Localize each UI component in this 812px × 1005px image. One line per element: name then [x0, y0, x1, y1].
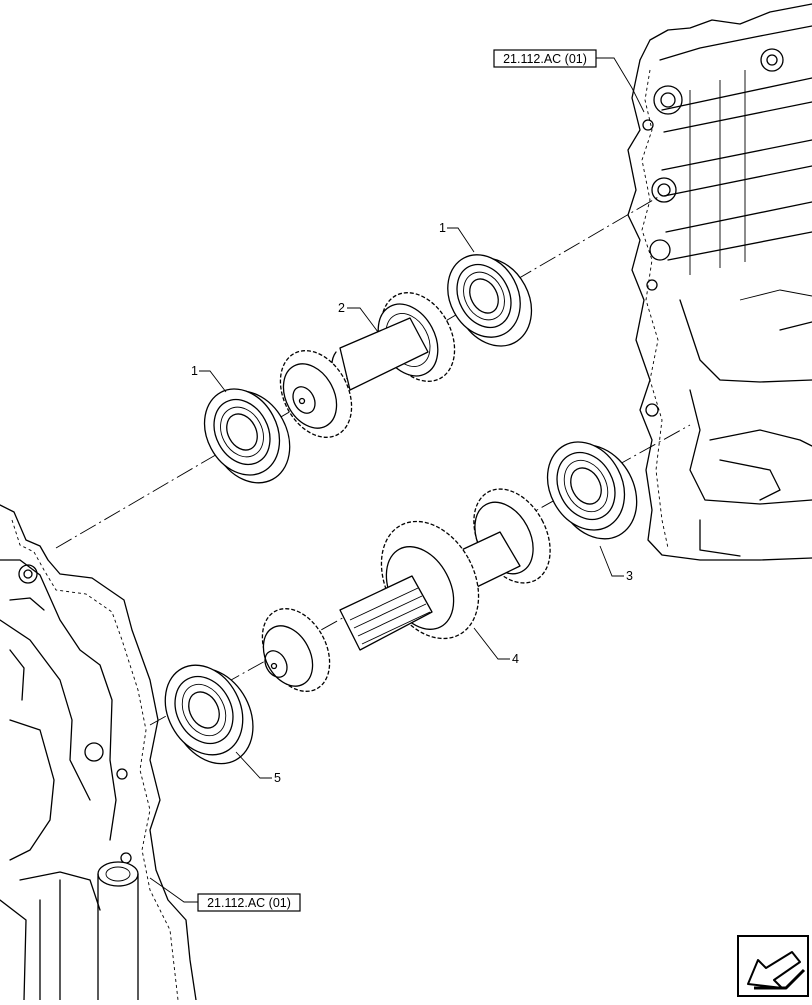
callout-2: 2	[338, 301, 379, 333]
callout-1-upper-right: 1	[439, 221, 475, 253]
shaft-upper	[279, 292, 456, 438]
bearing-lower-right	[546, 441, 638, 540]
svg-text:4: 4	[512, 652, 519, 666]
callout-5: 5	[235, 751, 281, 785]
housing-lower-left	[0, 504, 197, 1001]
bearing-upper-right	[447, 254, 533, 347]
housing-upper-right	[627, 3, 812, 561]
svg-text:2: 2	[338, 301, 345, 315]
svg-text:5: 5	[274, 771, 281, 785]
reference-bottom-label: 21.112.AC (01)	[207, 896, 291, 910]
bearing-lower-left	[164, 664, 254, 765]
reference-top-label: 21.112.AC (01)	[503, 52, 587, 66]
svg-text:1: 1	[439, 221, 446, 235]
reference-top[interactable]: 21.112.AC (01)	[493, 49, 645, 113]
callout-1-upper-left: 1	[191, 364, 227, 393]
shaft-lower	[261, 488, 551, 692]
reference-bottom[interactable]: 21.112.AC (01)	[149, 877, 301, 912]
svg-text:3: 3	[626, 569, 633, 583]
bearing-upper-left	[203, 388, 291, 484]
callout-3: 3	[599, 545, 633, 583]
svg-text:1: 1	[191, 364, 198, 378]
direction-arrow-icon[interactable]	[737, 935, 809, 997]
callout-4: 4	[473, 627, 519, 666]
